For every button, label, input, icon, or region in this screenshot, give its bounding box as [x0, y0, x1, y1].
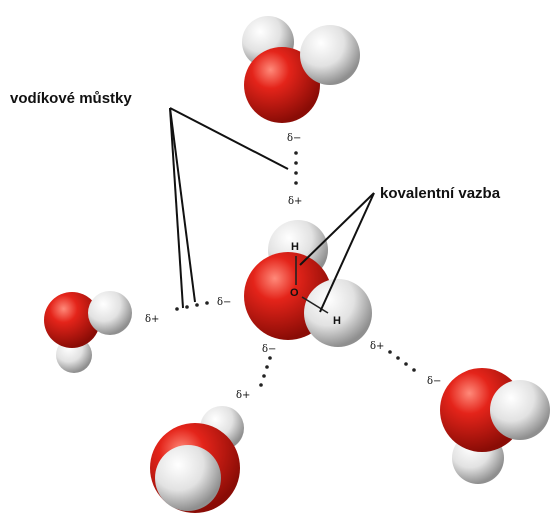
bond-line-o-h-right	[301, 296, 329, 314]
atom-label-h-right: H	[333, 315, 341, 327]
hydrogen-atom	[88, 291, 132, 335]
callout-lines-covalent-bond	[299, 192, 375, 313]
water-molecule-top	[242, 16, 360, 123]
label-hydrogen-bonds: vodíkové můstky	[10, 90, 132, 107]
charge-left-plus: δ+	[145, 314, 159, 325]
label-covalent-bond: kovalentní vazba	[380, 185, 501, 202]
charge-left-minus: δ−	[217, 297, 231, 308]
hydrogen-atom	[490, 380, 550, 440]
hydrogen-atom	[300, 25, 360, 85]
charge-bottom-plus: δ+	[236, 390, 250, 401]
hydrogen-bond-bottom	[259, 356, 272, 387]
hydrogen-bond-left	[175, 301, 209, 311]
hydrogen-atom	[155, 445, 221, 511]
oxygen-atom	[44, 292, 100, 348]
hydrogen-bond-right	[388, 350, 416, 372]
water-molecule-left	[44, 291, 132, 373]
callout-lines-hydrogen-bonds	[169, 107, 289, 309]
charge-right-minus: δ−	[427, 376, 441, 387]
hydrogen-atom	[304, 279, 372, 347]
charge-bottom-minus: δ−	[262, 344, 276, 355]
water-molecule-center: H O H	[244, 220, 372, 347]
charge-top-minus: δ−	[287, 133, 301, 144]
charge-right-plus: δ+	[370, 341, 384, 352]
oxygen-atom	[244, 47, 320, 123]
water-molecule-bottom	[150, 406, 244, 513]
hydrogen-bond-top	[294, 151, 298, 185]
water-molecule-right	[440, 368, 550, 484]
atom-label-o: O	[290, 287, 299, 299]
atom-label-h-top: H	[291, 241, 299, 253]
charge-top-plus: δ+	[288, 196, 302, 207]
